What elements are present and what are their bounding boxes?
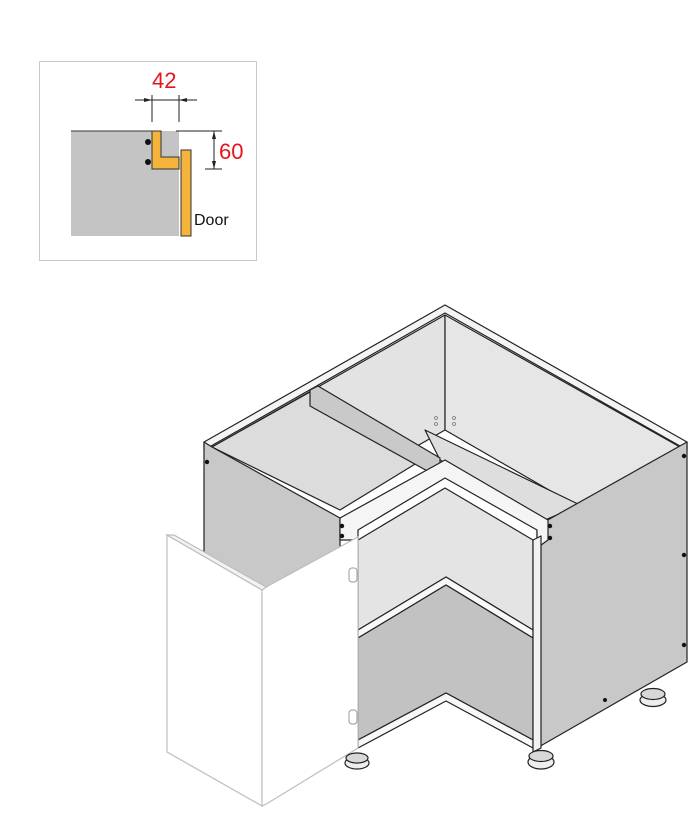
screw-icon: [681, 453, 687, 459]
filler-profile: [151, 130, 180, 170]
screw-icon: [339, 523, 345, 529]
right-front-stile: [532, 535, 542, 753]
screw-icon: [204, 459, 210, 465]
hinge-hole-icon: [434, 422, 438, 426]
arrow-icon: [179, 98, 187, 102]
arrow-icon: [144, 98, 152, 102]
dimension-height-label: 60: [219, 139, 243, 164]
hinge-hole-icon: [452, 422, 456, 426]
arrow-icon: [212, 161, 216, 169]
adjustable-leg-icon: [344, 752, 370, 770]
screw-icon: [681, 642, 687, 648]
door-profile: [180, 149, 192, 237]
hinge-hole-icon: [452, 416, 456, 420]
clearance-detail-drawing: 42 60 Door: [71, 68, 243, 237]
adjustable-leg-icon: [527, 749, 555, 770]
dimension-width-label: 42: [152, 68, 176, 93]
screw-icon: [603, 698, 607, 702]
door-label: Door: [194, 212, 229, 229]
screw-icon: [339, 533, 345, 539]
screw-icon: [681, 552, 687, 558]
arrow-icon: [212, 131, 216, 139]
screw-icon: [547, 523, 553, 529]
hinge-icon: [348, 709, 358, 725]
screw-icon: [547, 535, 553, 541]
clearance-detail-inset: 42 60 Door: [39, 61, 257, 261]
hinge-icon: [348, 567, 358, 583]
hinge-hole-icon: [434, 416, 438, 420]
screw-icon: [145, 159, 151, 165]
adjustable-leg-icon: [639, 687, 667, 708]
door-inner-face[interactable]: [261, 535, 359, 807]
screw-icon: [145, 139, 151, 145]
